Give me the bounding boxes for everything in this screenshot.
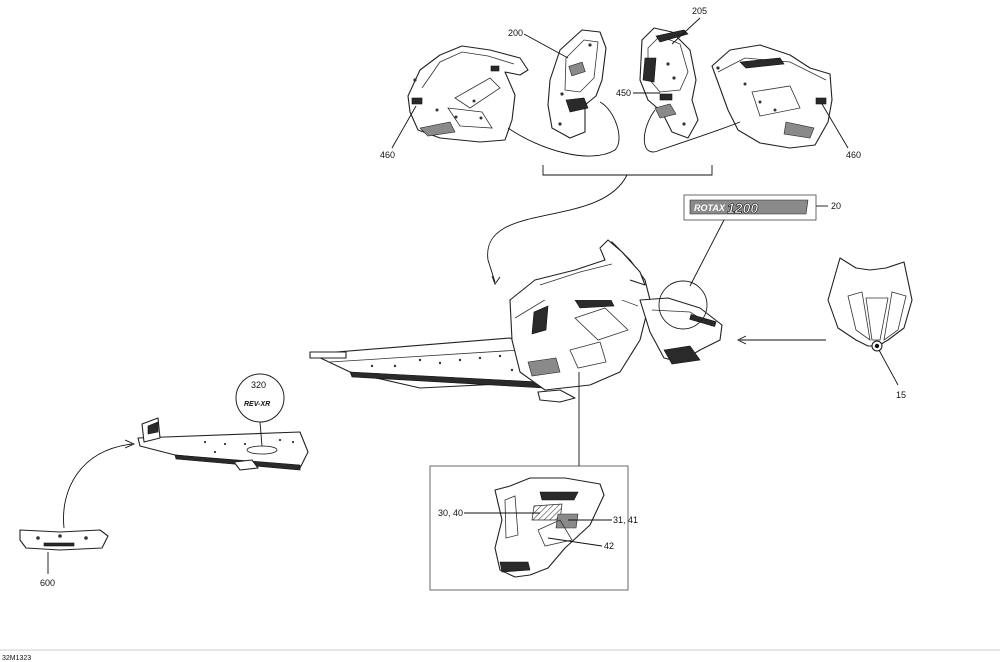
inner-panel-left <box>547 29 607 139</box>
snowmobile-assembly <box>309 239 723 403</box>
inner-panel-right <box>639 27 699 139</box>
callout-31-41: 31, 41 <box>613 515 638 525</box>
drawing-number: 32M1323 <box>2 655 31 662</box>
callout-30-40: 30, 40 <box>438 508 463 518</box>
callout-450: 450 <box>616 88 631 98</box>
rotax-brand-text: ROTAX <box>694 203 726 213</box>
callout-42: 42 <box>604 541 614 551</box>
callout-15: 15 <box>896 390 906 400</box>
callout-20: 20 <box>831 201 841 211</box>
right-side-panel <box>711 44 833 149</box>
rotax-decal-callout: ROTAX 1200 20 <box>683 194 841 287</box>
front-cowl: 15 <box>736 257 913 400</box>
top-callouts: 200 205 450 460 460 <box>380 6 861 160</box>
panel-connector-curves <box>487 101 741 285</box>
callout-460-left: 460 <box>380 150 395 160</box>
callout-600: 600 <box>40 578 55 588</box>
callout-460-right: 460 <box>846 150 861 160</box>
sidebar-logo-text: REV-XR <box>244 401 270 408</box>
callout-205: 205 <box>692 6 707 16</box>
side-panel-detail-box: 30, 40 31, 41 42 <box>429 372 638 591</box>
tunnel-assembly: 320 REV-XR 600 <box>19 373 309 588</box>
rotax-model-text: 1200 <box>727 200 758 216</box>
callout-320: 320 <box>251 380 266 390</box>
callout-200: 200 <box>508 28 523 38</box>
left-side-panel <box>407 45 529 143</box>
